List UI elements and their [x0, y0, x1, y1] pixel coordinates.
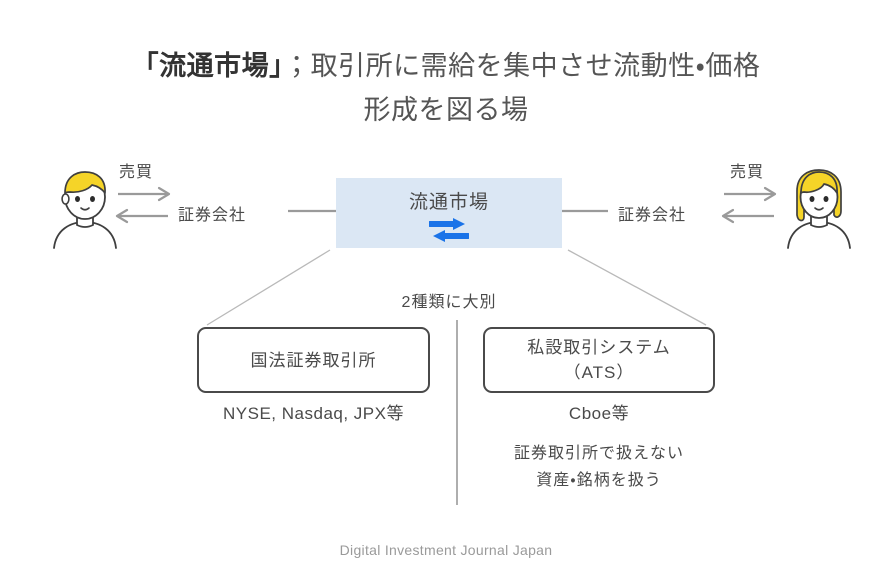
split-label: 2種類に大別: [401, 294, 497, 311]
page-title: 「流通市場」；取引所に需給を集中させ流動性・価格 形成を図る場: [96, 44, 796, 132]
footer-credit: Digital Investment Journal Japan: [339, 542, 553, 558]
trade-label-right: 売買: [730, 164, 765, 181]
category-examples-exchange: NYSE, Nasdaq, JPX等: [223, 404, 404, 423]
title-rest: ；取引所に需給を集中させ流動性・価格: [283, 51, 761, 81]
title-line-1: 「流通市場」；取引所に需給を集中させ流動性・価格: [96, 44, 796, 88]
category-box-ats: 私設取引システム （ATS）: [483, 327, 715, 393]
trade-arrows-left: [115, 186, 171, 224]
market-box-label: 流通市場: [408, 192, 489, 213]
broker-label-right: 証券会社: [618, 207, 687, 224]
market-box: 流通市場: [336, 178, 562, 248]
category-box-ats-label-2: （ATS）: [563, 363, 635, 382]
exchange-arrows-icon: [429, 218, 469, 242]
broker-label-left: 証券会社: [178, 207, 247, 224]
category-box-exchange: 国法証券取引所: [197, 327, 430, 393]
trade-label-left: 売買: [119, 164, 154, 181]
category-note-ats-line-2: 資産・銘柄を扱う: [536, 472, 662, 489]
person-male-avatar: [53, 171, 117, 249]
title-emphasis: 「流通市場」: [131, 51, 284, 81]
trade-arrows-right: [721, 186, 777, 224]
category-note-ats-line-1: 証券取引所で扱えない: [513, 445, 684, 462]
person-female-avatar: [787, 169, 851, 249]
category-box-exchange-label: 国法証券取引所: [250, 350, 377, 370]
category-note-ats: 証券取引所で扱えない 資産・銘柄を扱う: [470, 440, 728, 494]
title-line-2: 形成を図る場: [363, 95, 529, 125]
category-box-ats-label: 私設取引システム: [527, 338, 671, 357]
category-examples-ats: Cboe等: [568, 404, 630, 423]
